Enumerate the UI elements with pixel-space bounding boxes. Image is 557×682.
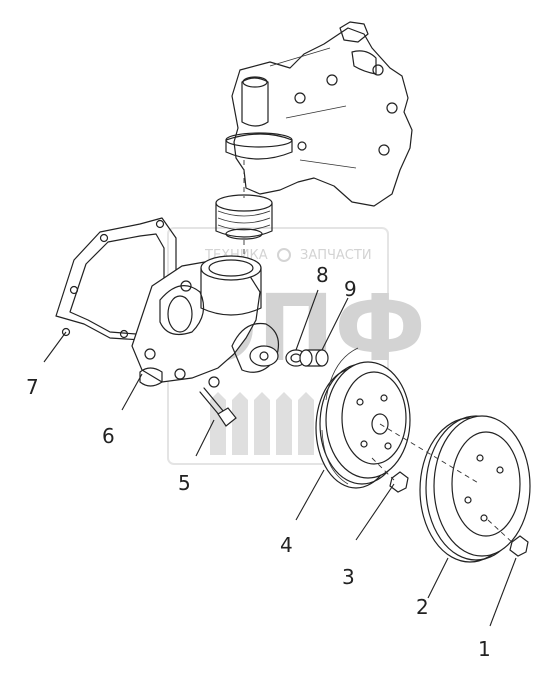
callout-7: 7: [26, 375, 39, 399]
callout-4: 4: [280, 533, 293, 557]
callout-3: 3: [342, 565, 355, 589]
callout-6: 6: [102, 424, 115, 448]
bolt-3: [371, 457, 409, 493]
pulley-hub: [315, 347, 411, 489]
bolt-1: [487, 519, 529, 557]
callout-5: 5: [178, 471, 191, 495]
gear-icon: [277, 248, 291, 262]
callout-labels: 7 6 5 4 3 2 1 8 9: [26, 263, 491, 661]
watermark-right-text: ЗАПЧАСТИ: [300, 248, 372, 263]
callout-8: 8: [316, 263, 329, 287]
leader-lines: [43, 289, 517, 627]
thermostat: [215, 160, 273, 262]
bolt-5: [199, 387, 237, 427]
callout-9: 9: [344, 277, 357, 301]
thermostat-housing: [225, 21, 413, 207]
water-pump-body: [131, 255, 279, 388]
bushing: [299, 349, 329, 367]
callout-1: 1: [478, 637, 491, 661]
callout-2: 2: [416, 595, 429, 619]
